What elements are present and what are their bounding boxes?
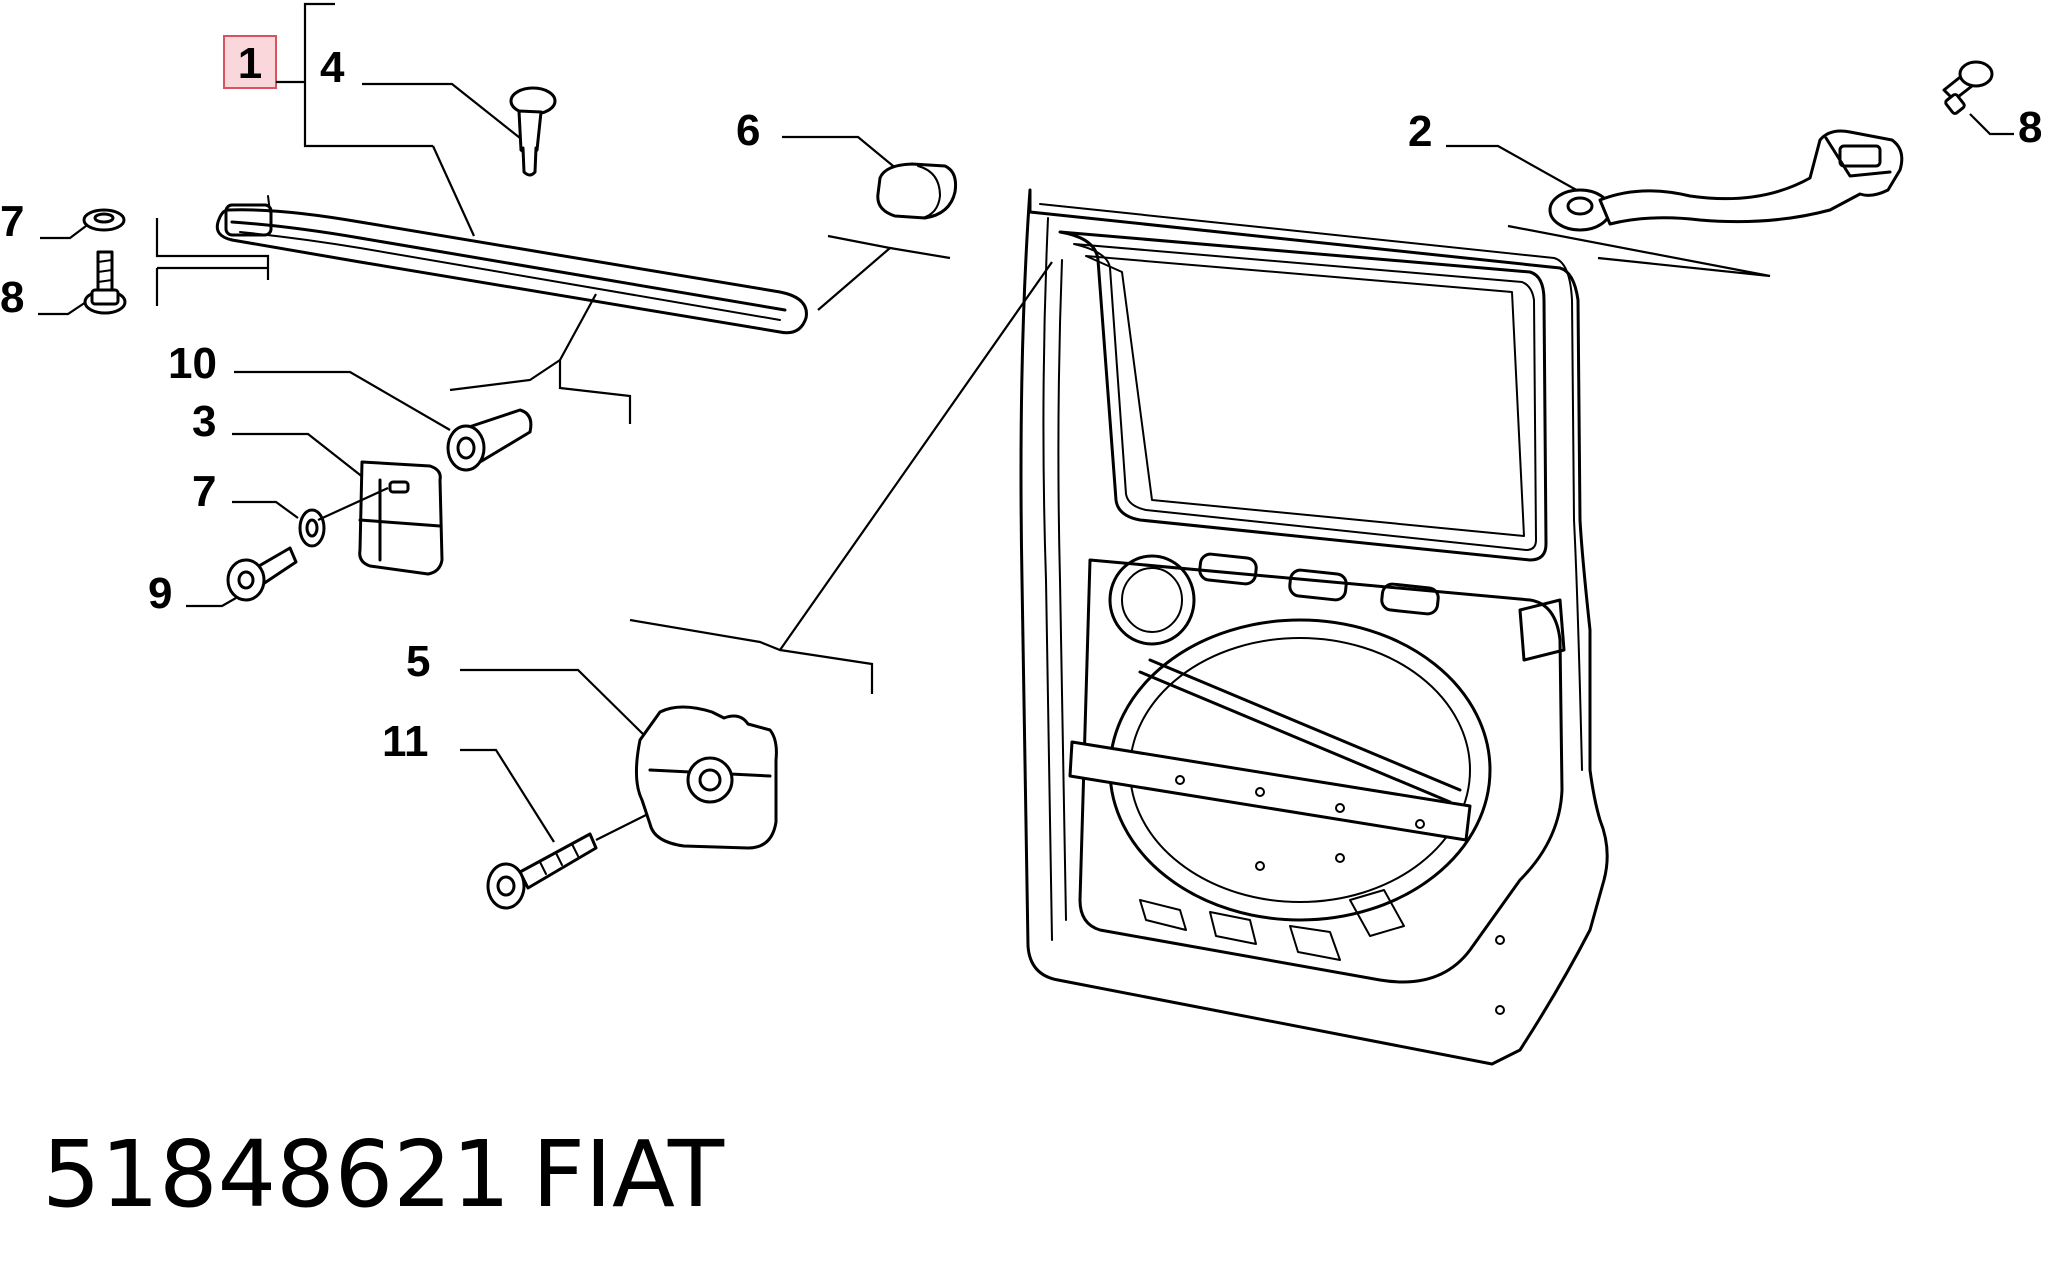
callout-5-label[interactable]: 5 — [406, 637, 430, 686]
bump-stop-part-5 — [635, 705, 778, 850]
callout-11-leader — [460, 748, 555, 843]
sliding-door-shell — [1019, 188, 1609, 1066]
hinge-arm-part-2 — [1548, 129, 1904, 232]
callout-6-leader — [782, 135, 899, 171]
callout-6-label[interactable]: 6 — [736, 106, 760, 155]
callout-1-bracket — [276, 2, 433, 148]
door-mount-dimension — [779, 648, 874, 694]
lock-washer-part-7-mid — [298, 508, 326, 548]
rail-leader-to-bracket — [431, 145, 476, 237]
callout-1-group[interactable]: 1 — [223, 35, 277, 89]
bolt-part-8-left — [83, 250, 127, 315]
part-number-text: 51848621 — [42, 1121, 510, 1228]
callout-9-leader — [186, 597, 237, 608]
screw-part-9 — [226, 546, 298, 602]
callout-2-leader — [1446, 144, 1581, 193]
washer-part-7-top — [82, 208, 126, 232]
callout-8-left-leader — [38, 301, 87, 316]
callout-7-mid-label[interactable]: 7 — [192, 467, 216, 516]
pin-clip-part-4 — [509, 86, 557, 177]
hinge-dimension-lines — [1507, 224, 1771, 278]
brand-text: FIAT — [532, 1121, 725, 1228]
callout-8-right-leader — [1969, 113, 2014, 136]
callout-5-leader — [460, 668, 646, 737]
washer-axis-line — [317, 486, 389, 522]
door-mount-leader — [629, 261, 1053, 652]
callout-8-right-label[interactable]: 8 — [2018, 103, 2042, 152]
guide-rail-part-1 — [215, 195, 808, 335]
callout-4-label[interactable]: 4 — [320, 43, 345, 92]
callout-11-label[interactable]: 11 — [382, 717, 429, 766]
callout-2-label[interactable]: 2 — [1408, 107, 1432, 156]
bracket-left-dimension — [155, 218, 270, 306]
bracket-part-3 — [358, 460, 444, 576]
callout-1-label[interactable]: 1 — [238, 39, 262, 88]
rail-dimension-lines — [449, 234, 951, 424]
callout-10-leader — [234, 370, 451, 431]
bolt-part-8-right — [1942, 60, 1994, 115]
long-bolt-part-11 — [486, 832, 598, 910]
end-cap-part-6 — [876, 162, 957, 220]
callout-7-mid-leader — [232, 500, 299, 519]
callout-10-label[interactable]: 10 — [168, 339, 217, 388]
callout-4-leader — [362, 82, 521, 139]
callout-3-leader — [232, 432, 365, 479]
callout-1-highlight-box — [223, 35, 277, 89]
callout-3-label[interactable]: 3 — [192, 397, 216, 446]
bolt-11-axis-line — [595, 813, 649, 841]
callout-8-left-label[interactable]: 8 — [0, 273, 24, 322]
callout-9-label[interactable]: 9 — [148, 569, 172, 618]
callout-7-top-label[interactable]: 7 — [0, 197, 24, 246]
rivet-nut-part-10 — [446, 408, 533, 472]
callout-7-top-leader — [40, 225, 87, 240]
